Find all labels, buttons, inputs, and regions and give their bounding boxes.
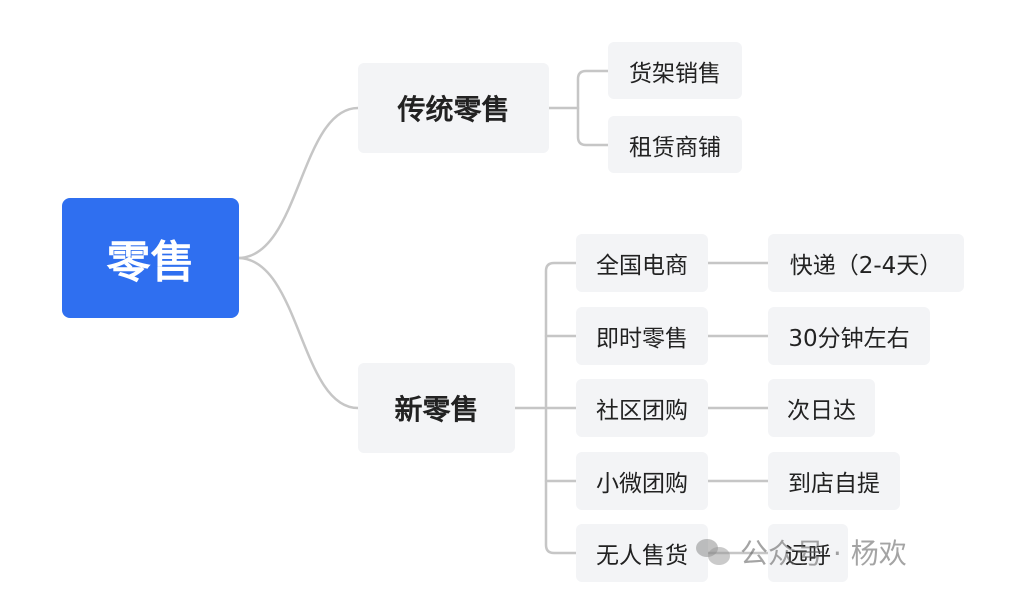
leaf-node-label: 即时零售 [596, 326, 688, 352]
leaf-node-label: 无人售货 [596, 543, 688, 569]
leaf-node-label: 小微团购 [596, 471, 688, 497]
detail-node-thirty-minutes[interactable]: 30分钟左右 [768, 307, 930, 365]
leaf-node-label: 社区团购 [596, 398, 688, 424]
branch-node-label: 传统零售 [397, 93, 510, 126]
connector-root-traditional [236, 106, 360, 260]
leaf-node-micro-group-buying[interactable]: 小微团购 [576, 452, 708, 510]
branch-node-new-retail[interactable]: 新零售 [358, 363, 515, 453]
leaf-node-shelf-sales[interactable]: 货架销售 [608, 42, 742, 99]
detail-node-label: 30分钟左右 [788, 326, 910, 352]
branch-node-traditional-retail[interactable]: 传统零售 [358, 63, 549, 153]
leaf-node-national-ecommerce[interactable]: 全国电商 [576, 234, 708, 292]
detail-node-label: 次日达 [787, 398, 856, 424]
leaf-node-community-group-buying[interactable]: 社区团购 [576, 379, 708, 437]
detail-node-store-pickup[interactable]: 到店自提 [768, 452, 900, 510]
wechat-icon [696, 537, 732, 567]
watermark-text: 公众号 · 杨欢 [740, 537, 907, 570]
detail-node-label: 到店自提 [788, 471, 880, 497]
leaf-node-unmanned-retail[interactable]: 无人售货 [576, 524, 708, 582]
root-node[interactable]: 零售 [62, 198, 239, 318]
watermark: 公众号 · 杨欢 [696, 532, 907, 572]
connector-traditional-bracket [576, 69, 610, 147]
leaf-node-instant-retail[interactable]: 即时零售 [576, 307, 708, 365]
leaf-node-leased-shops[interactable]: 租赁商铺 [608, 116, 742, 173]
root-node-label: 零售 [106, 237, 195, 288]
detail-node-express-delivery[interactable]: 快递（2-4天） [768, 234, 964, 292]
branch-node-label: 新零售 [394, 393, 479, 426]
detail-node-next-day[interactable]: 次日达 [768, 379, 875, 437]
connector-root-new [236, 256, 360, 410]
leaf-node-label: 全国电商 [596, 253, 688, 279]
detail-node-label: 快递（2-4天） [789, 253, 943, 279]
detail-node-remote-call[interactable]: 远呼 [768, 524, 848, 582]
detail-node-label: 远呼 [785, 543, 831, 569]
leaf-node-label: 租赁商铺 [629, 134, 721, 161]
leaf-node-label: 货架销售 [629, 60, 721, 87]
